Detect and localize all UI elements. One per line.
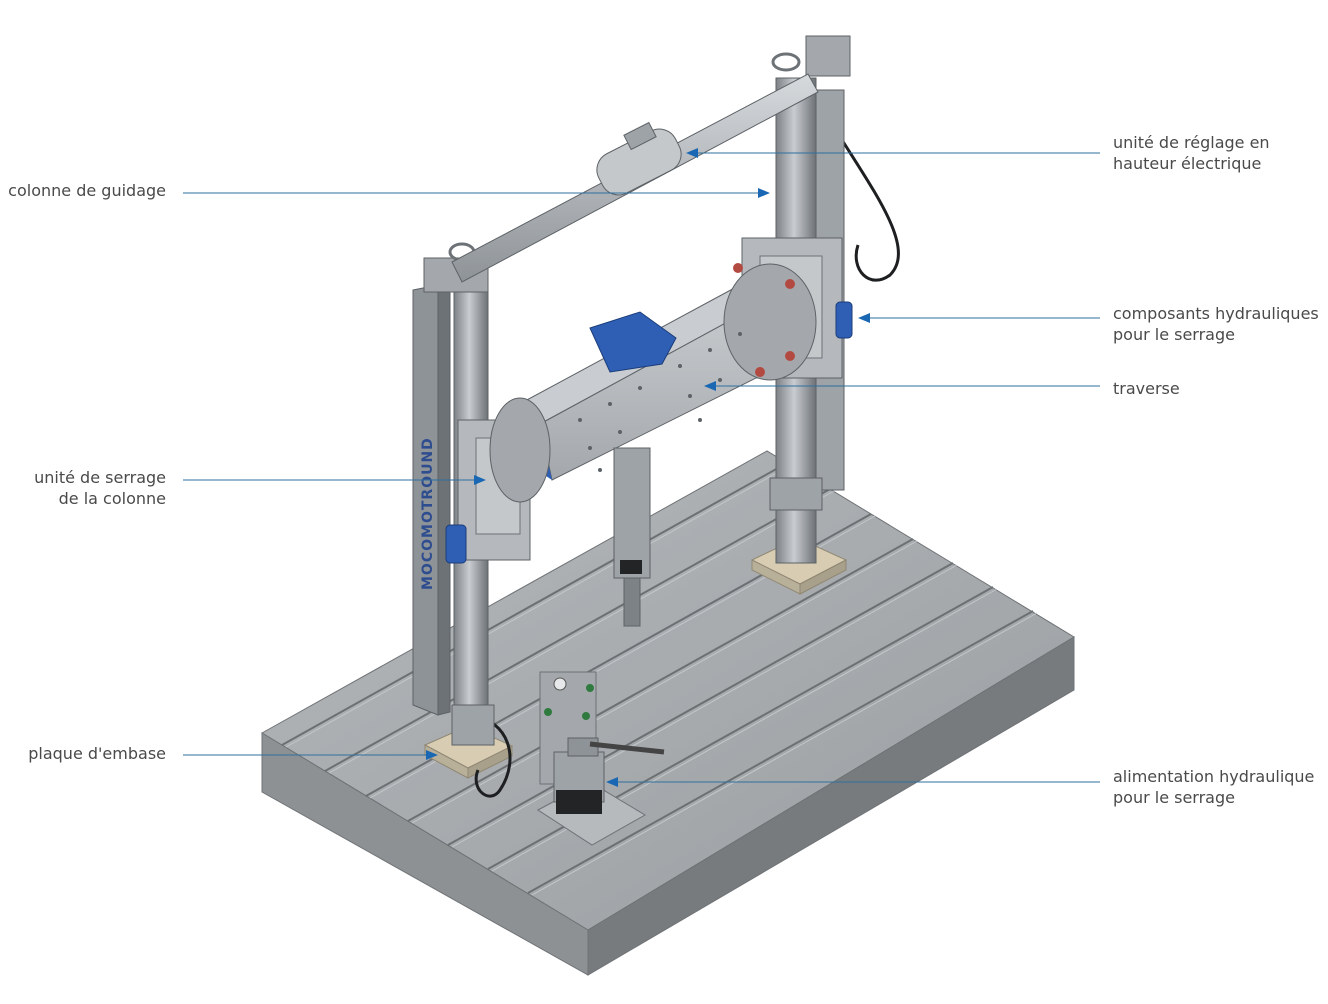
label-height-adjust-line-2: hauteur électrique: [1113, 154, 1262, 173]
label-hydraulic-components-line-1: composants hydrauliques: [1113, 304, 1319, 323]
label-crossbeam-line-1: traverse: [1113, 379, 1180, 398]
crossbeam-assembly: [489, 263, 817, 627]
label-crossbeam: traverse: [1113, 378, 1180, 399]
label-hydraulic-components: composants hydrauliques pour le serrage: [1113, 303, 1319, 345]
table-side-face: [587, 636, 1075, 976]
hose-right: [840, 139, 900, 282]
hydraulic-pump-unit: [537, 671, 665, 846]
label-column-clamp-line-2: de la colonne: [58, 489, 166, 508]
label-guide-column-line-1: colonne de guidage: [8, 181, 166, 200]
label-base-plate-line-1: plaque d'embase: [28, 744, 166, 763]
label-hydraulic-components-line-2: pour le serrage: [1113, 325, 1235, 344]
vertical-spindle: [613, 447, 651, 579]
label-base-plate: plaque d'embase: [28, 743, 166, 764]
top-rail-assembly: [451, 73, 819, 283]
blue-mount-bracket: [589, 311, 677, 373]
brand-logo-text: MOCOMOTROUND: [420, 437, 436, 590]
left-hydraulic-cylinder: [445, 524, 467, 564]
label-hydraulic-supply: alimentation hydraulique pour le serrage: [1113, 766, 1314, 808]
right-hydraulic-cylinder: [835, 301, 853, 339]
label-column-clamp-line-1: unité de serrage: [34, 468, 166, 487]
label-height-adjust: unité de réglage en hauteur électrique: [1113, 132, 1270, 174]
label-hydraulic-supply-line-1: alimentation hydraulique: [1113, 767, 1315, 786]
label-guide-column: colonne de guidage: [8, 180, 166, 201]
callout-lines: [183, 148, 1100, 787]
hose-left: [469, 713, 512, 798]
label-hydraulic-supply-line-2: pour le serrage: [1113, 788, 1235, 807]
beam-holes: [578, 332, 742, 472]
t-slot-table: [261, 450, 1075, 976]
label-column-clamp: unité de serrage de la colonne: [34, 467, 166, 509]
label-height-adjust-line-1: unité de réglage en: [1113, 133, 1270, 152]
